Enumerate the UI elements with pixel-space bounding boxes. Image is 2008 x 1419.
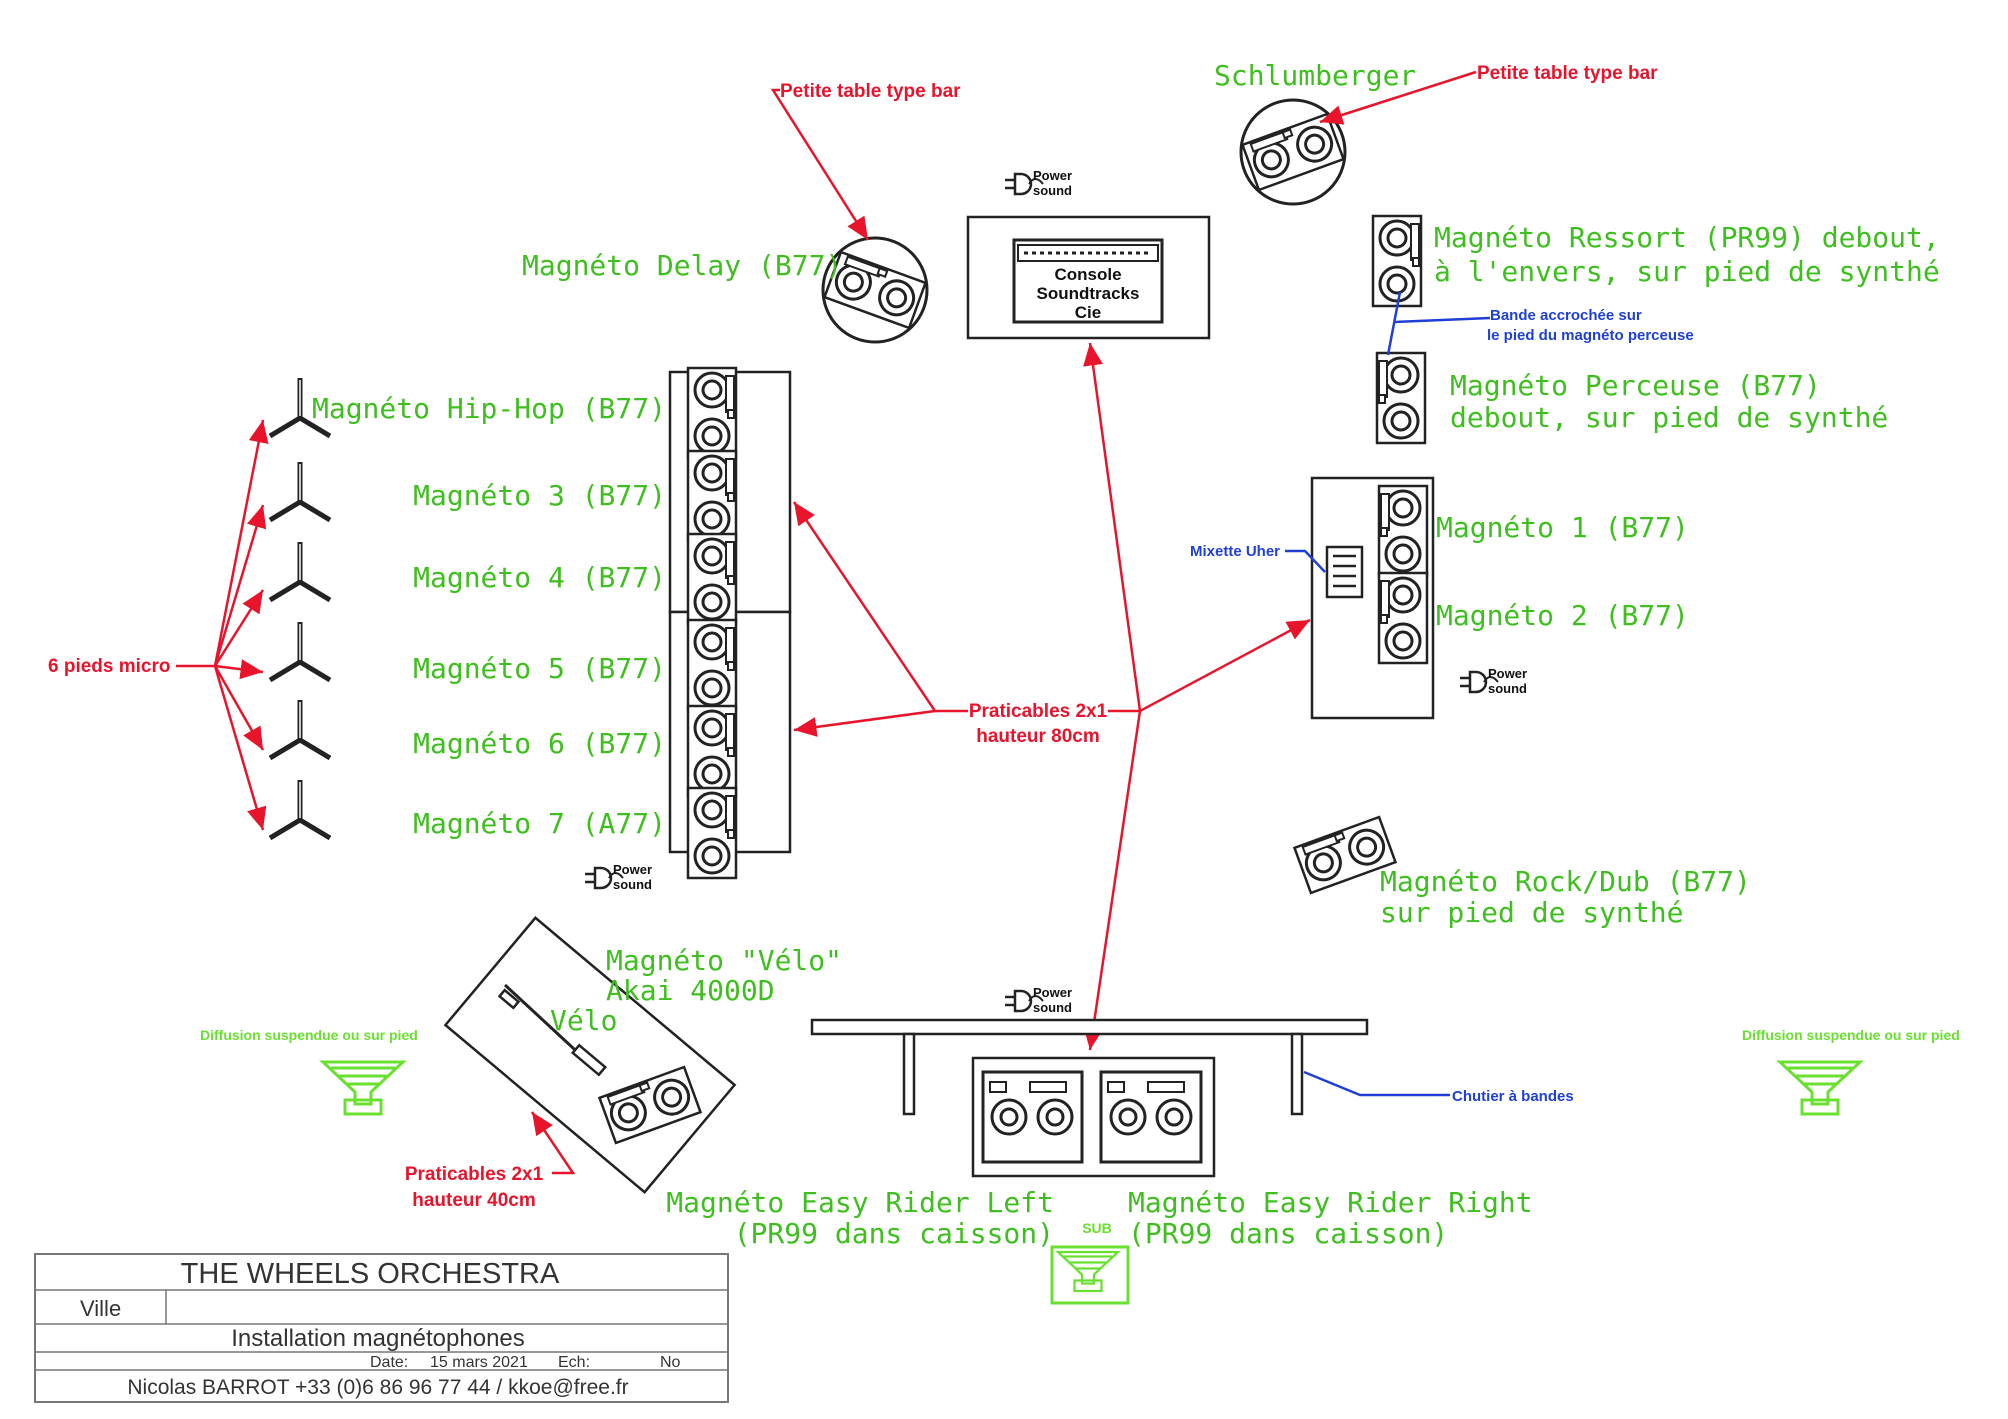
svg-text:Power: Power	[1033, 168, 1072, 183]
console-label-1: Console	[1054, 265, 1121, 284]
velo-word: Vélo	[550, 1004, 617, 1037]
perceuse-label-1: Magnéto Perceuse (B77)	[1450, 369, 1821, 402]
title-block-date: 15 mars 2021	[430, 1354, 528, 1371]
deck-hiphop	[686, 366, 738, 460]
mixette-label: Mixette Uher	[1190, 543, 1280, 560]
m6-label: Magnéto 6 (B77)	[413, 727, 666, 760]
petite-table-label-left: Petite table type bar	[780, 81, 961, 102]
perceuse-label-2: debout, sur pied de synthé	[1450, 401, 1888, 434]
deck-4	[686, 532, 738, 626]
console	[966, 215, 1211, 340]
velo-label-2: Akai 4000D	[606, 974, 775, 1007]
prat40-arrow	[530, 1111, 576, 1175]
prat80-label-1: Praticables 2x1	[969, 701, 1108, 722]
prat40-label-2: hauteur 40cm	[412, 1190, 536, 1211]
console-label-2: Soundtracks	[1037, 284, 1140, 303]
power-icon: Power sound	[1003, 985, 1072, 1015]
svg-text:Power: Power	[613, 862, 652, 877]
deck-1	[1377, 484, 1429, 578]
ressort-label-1: Magnéto Ressort (PR99) debout,	[1434, 221, 1940, 254]
bande-line	[1386, 291, 1491, 356]
title-block-date-label: Date:	[370, 1354, 408, 1371]
m5-label: Magnéto 5 (B77)	[413, 652, 666, 685]
deck-2	[1377, 571, 1429, 665]
schlumberger-label: Schlumberger	[1214, 59, 1416, 92]
power-icon: Power sound	[583, 862, 652, 892]
mic-stands	[270, 378, 330, 838]
title-block-ville: Ville	[80, 1296, 121, 1321]
speaker-left-icon	[321, 1060, 405, 1116]
pieds-arrows	[176, 419, 269, 831]
deck-3	[686, 449, 738, 543]
mixette-line	[1285, 549, 1326, 573]
speaker-right-icon	[1778, 1060, 1862, 1116]
power-icon: Power sound	[1458, 666, 1527, 696]
easy-left-label-1: Magnéto Easy Rider Left	[666, 1186, 1054, 1219]
easy-right-label-1: Magnéto Easy Rider Right	[1128, 1186, 1533, 1219]
easy-right-label-2: (PR99 dans caisson)	[1128, 1217, 1448, 1250]
easy-left-label-2: (PR99 dans caisson)	[734, 1217, 1054, 1250]
svg-text:sound: sound	[1033, 1000, 1072, 1015]
chutier	[810, 1018, 1369, 1116]
svg-text:sound: sound	[1033, 183, 1072, 198]
petite-table-label-right: Petite table type bar	[1477, 63, 1658, 84]
mixette-uher	[1325, 545, 1364, 599]
deck-5	[686, 618, 738, 712]
ressort-recorder	[1371, 214, 1423, 308]
svg-text:sound: sound	[613, 877, 652, 892]
power-icon: Power sound	[1003, 168, 1072, 198]
title-block-subject: Installation magnétophones	[231, 1325, 525, 1352]
prat80-arrows	[792, 342, 1311, 1051]
velo-bike	[497, 983, 607, 1077]
console-label-3: Cie	[1075, 303, 1101, 322]
velo-label-1: Magnéto "Vélo"	[606, 944, 842, 977]
schlumberger-recorder	[1239, 98, 1347, 206]
title-block-ech-label: Ech:	[558, 1354, 590, 1371]
title-block-author: Nicolas BARROT +33 (0)6 86 96 77 44 / kk…	[127, 1376, 628, 1399]
hiphop-label: Magnéto Hip-Hop (B77)	[312, 392, 666, 425]
m3-label: Magnéto 3 (B77)	[413, 479, 666, 512]
prat40-label-1: Praticables 2x1	[405, 1164, 544, 1185]
svg-text:sound: sound	[1488, 681, 1527, 696]
rockdub-label-2: sur pied de synthé	[1380, 896, 1683, 929]
svg-text:Power: Power	[1488, 666, 1527, 681]
m4-label: Magnéto 4 (B77)	[413, 561, 666, 594]
diffusion-left-label: Diffusion suspendue ou sur pied	[200, 1027, 418, 1043]
delay-label: Magnéto Delay (B77)	[522, 249, 842, 282]
prat80-label-2: hauteur 80cm	[976, 726, 1100, 747]
pieds-label: 6 pieds micro	[48, 656, 171, 677]
title-block-ech: No	[660, 1354, 681, 1371]
petite-table-arrow-right	[1319, 70, 1477, 125]
petite-table-arrow-left	[770, 88, 870, 241]
m1-label: Magnéto 1 (B77)	[1436, 511, 1689, 544]
ressort-label-2: à l'envers, sur pied de synthé	[1434, 255, 1940, 288]
diffusion-right-label: Diffusion suspendue ou sur pied	[1742, 1027, 1960, 1043]
deck-6	[686, 704, 738, 798]
chutier-label: Chutier à bandes	[1452, 1088, 1574, 1105]
m2-label: Magnéto 2 (B77)	[1436, 599, 1689, 632]
deck-7	[686, 786, 738, 880]
perceuse-recorder	[1375, 351, 1427, 445]
delay-recorder	[821, 236, 929, 344]
sub-speaker-icon	[1050, 1245, 1130, 1305]
bande-label-1: Bande accrochée sur	[1490, 307, 1642, 324]
svg-text:Power: Power	[1033, 985, 1072, 1000]
m7-label: Magnéto 7 (A77)	[413, 807, 666, 840]
chutier-line	[1303, 1070, 1450, 1097]
title-block	[34, 1253, 729, 1403]
rockdub-label-1: Magnéto Rock/Dub (B77)	[1380, 865, 1751, 898]
title-block-title: THE WHEELS ORCHESTRA	[181, 1258, 560, 1290]
bande-label-2: le pied du magnéto perceuse	[1487, 327, 1694, 344]
easy-rider-cases	[971, 1056, 1216, 1178]
sub-label: SUB	[1082, 1220, 1112, 1236]
